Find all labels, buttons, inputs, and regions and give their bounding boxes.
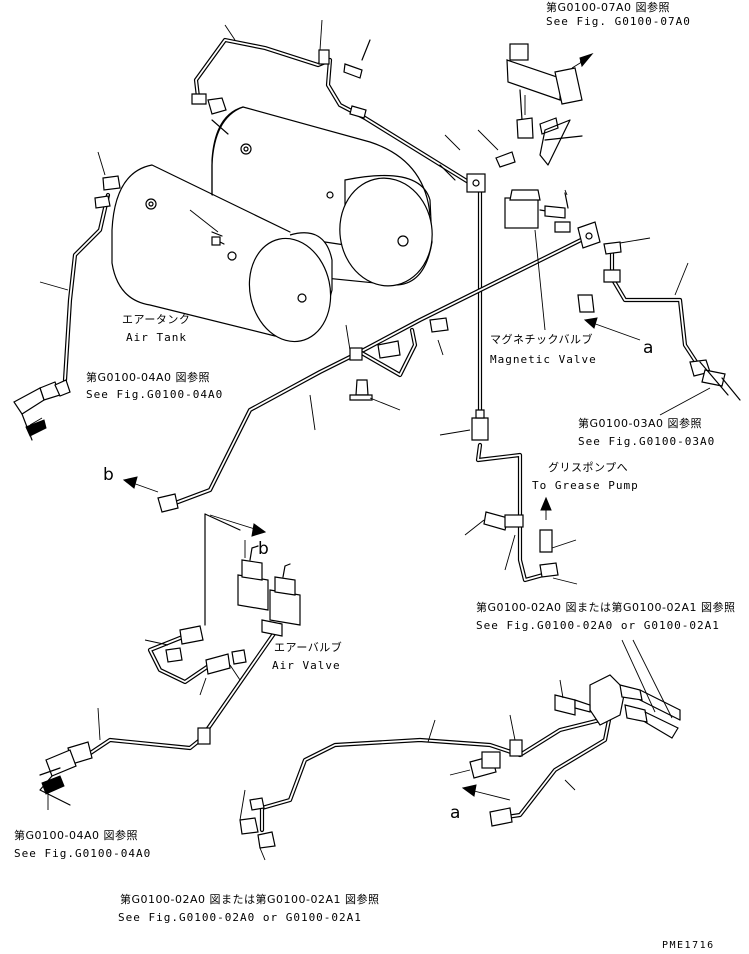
ref-02a0-right-jp: 第G0100-02A0 図または第G0100-02A1 図参照: [476, 601, 736, 614]
grease-pump-en: To Grease Pump: [532, 479, 639, 492]
ref-02a0-bottom-en: See Fig.G0100-02A0 or G0100-02A1: [118, 911, 362, 924]
marker-a-top: a: [643, 338, 655, 358]
ref-07a0-en: See Fig. G0100-07A0: [546, 15, 691, 28]
marker-b-left: b: [103, 465, 115, 485]
fittings: [13, 39, 741, 578]
air-tank-jp: エアータンク: [122, 313, 191, 326]
ref-07a0-jp: 第G0100-07A0 図参照: [546, 1, 671, 14]
air-tank-en: Air Tank: [126, 331, 187, 344]
magnetic-valve-en: Magnetic Valve: [490, 353, 597, 366]
air-valve-jp: エアーバルブ: [274, 641, 343, 654]
leader-lines: [39, 19, 711, 861]
ref-04a0-bottom-en: See Fig.G0100-04A0: [14, 847, 152, 860]
ref-04a0-bottom-jp: 第G0100-04A0 図参照: [14, 829, 139, 842]
bottom-connectors: [239, 674, 681, 849]
marker-b-valve: b: [258, 539, 270, 559]
air-valve-en: Air Valve: [272, 659, 341, 672]
air-tank-front: [111, 164, 333, 343]
ref-02a0-right-en: See Fig.G0100-02A0 or G0100-02A1: [476, 619, 720, 632]
ref-03a0-jp: 第G0100-03A0 図参照: [578, 417, 703, 430]
drawing-code: PME1716: [662, 940, 715, 951]
arrows: [29, 52, 641, 801]
magnetic-valve-jp: マグネチックバルブ: [490, 333, 593, 346]
marker-a-bottom: a: [450, 803, 462, 823]
grease-pump-jp: グリスポンプへ: [548, 461, 629, 474]
air-valve-assembly: [165, 513, 301, 745]
lower-left-connectors: [39, 741, 93, 806]
ref-04a0-top-en: See Fig.G0100-04A0: [86, 388, 224, 401]
ref-03a0-en: See Fig.G0100-03A0: [578, 435, 716, 448]
ref-04a0-top-jp: 第G0100-04A0 図参照: [86, 371, 211, 384]
ref-02a0-bottom-jp: 第G0100-02A0 図または第G0100-02A1 図参照: [120, 893, 380, 906]
